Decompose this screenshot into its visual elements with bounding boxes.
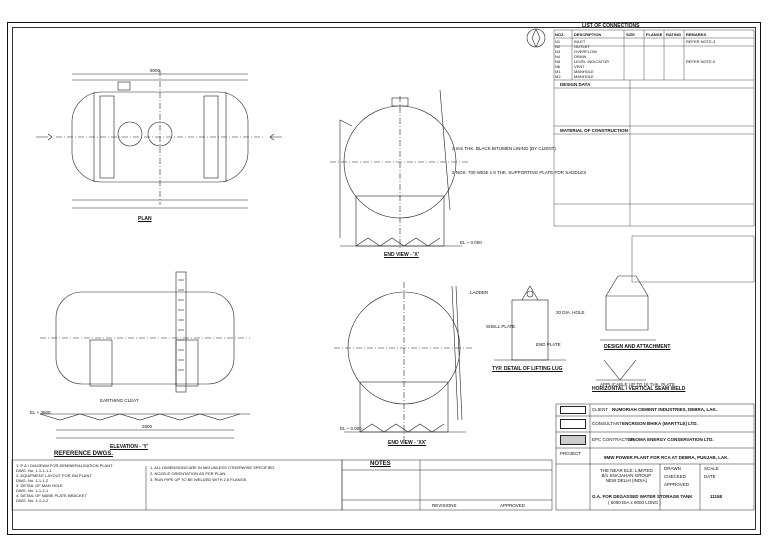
connections-cell: OVERFLOW xyxy=(574,50,597,54)
reference-item: DWG. No. 1-1-1-2 xyxy=(16,479,49,483)
drawing-title: G.A. FOR DEGASSED WATER STORAGE TANK xyxy=(592,494,693,499)
shell-plate-label: SHELL PLATE xyxy=(486,324,516,329)
consultant-logo xyxy=(560,419,586,429)
connections-cell: MANHOLE xyxy=(574,75,594,79)
elevation-view-tank xyxy=(39,271,250,439)
design-data-title: DESIGN DATA xyxy=(560,82,591,87)
connections-cell: REFER NOTE-3 xyxy=(686,40,716,44)
connections-header-cell: RATING xyxy=(666,33,682,37)
weld-detail xyxy=(596,359,646,381)
project-field-label: PROJECT xyxy=(560,451,582,456)
connections-cell: N3 xyxy=(555,50,561,54)
consultant-name: ENCRISON BHIKA (MARTTLE) LTD. xyxy=(622,421,698,426)
checked-label: CHECKED xyxy=(664,474,687,479)
note-item: 2. NOZZLE ORIENTATION AS PER PLAN. xyxy=(150,472,227,476)
project-name: 9MW POWER PLANT FOR RCA AT DEBRA, PUNJAB… xyxy=(604,455,729,460)
epc-name: SINOMA ENERGY CONSERVATION LTD. xyxy=(628,437,714,442)
reference-item: 1. P & I DIAGRAM FOR DEMINERALISATION PL… xyxy=(16,464,113,468)
consultant-field-label: CONSULTANT xyxy=(592,421,622,426)
revisions-label: REVISIONS xyxy=(432,503,457,508)
connections-cell: M1 xyxy=(555,70,561,74)
end-plate-label: END PLATE xyxy=(536,342,561,347)
elevation-bottom-dim: EL + 0.000 xyxy=(460,240,482,245)
lifting-lug-title: TYP. DETAIL OF LIFTING LUG xyxy=(492,366,563,372)
client-name: NUMORIAH CEMENT INDUSTRIES, DEBRA, LAK. xyxy=(612,407,718,412)
earthing-cleat-label: EARTHING CLEAT xyxy=(100,398,139,403)
notes-title: NOTES xyxy=(370,461,391,467)
connections-cell: REFER NOTE-5 xyxy=(686,60,716,64)
connections-cell: INLET xyxy=(574,40,586,44)
diameter-dim: 2600 xyxy=(142,424,153,429)
saddle-detail-title: DESIGN AND ATTACHMENT xyxy=(604,344,671,350)
connections-cell: N6 xyxy=(555,65,561,69)
shell-hole-label: 20 DIA. HOLE xyxy=(556,310,585,315)
connections-cell: DRAIN xyxy=(574,55,587,59)
connections-cell: LEVEL INDICATOR xyxy=(574,60,610,64)
drawing-subtitle: ( 6000 DIA x 9000 LONG ) xyxy=(608,500,661,505)
date-label: DATE xyxy=(704,474,716,479)
elevation-view-title: ELEVATION - 'Y' xyxy=(110,444,149,450)
epc-logo xyxy=(560,435,586,445)
connections-header-cell: SIZE xyxy=(626,33,635,37)
scale-label: SCALE xyxy=(704,466,719,471)
client-logo xyxy=(560,406,586,414)
drawing-sheet xyxy=(7,22,761,535)
elevation-top-dim: EL + 3500 xyxy=(30,410,51,415)
plan-view-tank xyxy=(36,70,282,209)
lifting-lug-detail xyxy=(494,285,566,361)
connections-cell: N5 xyxy=(555,60,561,64)
end-view-x xyxy=(330,89,470,250)
approved-label: APPROVED xyxy=(664,482,690,487)
connections-title: LIST OF CONNECTIONS xyxy=(582,23,640,29)
right-tables-grid xyxy=(553,29,755,283)
connections-cell: MANHOLE xyxy=(574,70,594,74)
end-view-xx-title: END VIEW - 'XX' xyxy=(388,440,427,446)
connections-header-cell: NOZ. xyxy=(555,33,565,37)
reference-dwgs-title: REFERENCE DWGS. xyxy=(54,451,114,457)
reference-item: 4. DETAIL OF NAME PLATE BRACKET xyxy=(16,494,87,498)
vendor-name: THE NEAR ELE. LIMITED B/1 SNAJAHAN GROUP… xyxy=(600,468,653,483)
foundation-dim: EL + 0.000 xyxy=(340,426,362,431)
connections-header-cell: REMARKS xyxy=(686,33,707,37)
drawn-label: DRAWN xyxy=(664,466,681,471)
reference-item: 3. DETAIL OF MAN HOLE xyxy=(16,484,63,488)
connections-header-cell: DESCRIPTION xyxy=(574,33,602,37)
lug-note-label: APPLICABLE UP TO 16 THK. PLATE xyxy=(600,382,676,387)
saddle-detail xyxy=(600,275,656,341)
connections-cell: N1 xyxy=(555,40,561,44)
connections-cell: N4 xyxy=(555,55,561,59)
connections-header-cell: FLANGE xyxy=(646,33,663,37)
reference-item: DWG. No. 1-1-2-2 xyxy=(16,499,49,503)
connections-cell: N2 xyxy=(555,45,561,49)
material-title: MATERIAL OF CONSTRUCTION xyxy=(560,128,628,133)
reference-box xyxy=(11,459,343,511)
north-arrow xyxy=(526,28,546,48)
weld-detail-title: HORIZONTAL / VERTICAL SEAM WELD xyxy=(592,386,686,392)
plan-view-title: PLAN xyxy=(138,216,152,222)
supporting-plate-label: 2 NOS. 700 WIDE x 8 THK. SUPPORTING PLAT… xyxy=(452,170,587,175)
connections-cell: VENT xyxy=(574,65,585,69)
approved-footer-label: APPROVED xyxy=(500,503,526,508)
reference-item: DWG. No. 1-1-1-1-1 xyxy=(16,469,52,473)
client-field-label: CLIENT xyxy=(592,407,609,412)
drawing-number: 11158 xyxy=(710,494,723,499)
note-item: 1. ALL DIMENSIONS ARE IN MM UNLESS OTHER… xyxy=(150,466,276,470)
bitumen-lining-label: 3 mm THK. BLACK BITUMEN LINING (BY CLIEN… xyxy=(452,146,556,151)
connections-cell: OUTLET xyxy=(574,45,590,49)
epc-field-label: EPC CONTRACTOR xyxy=(592,437,635,442)
reference-item: 2. EQUIPMENT LAYOUT FOR DM PLANT xyxy=(16,474,92,478)
reference-item: DWG. No. 1-1-2-1 xyxy=(16,489,49,493)
connections-cell: M2 xyxy=(555,75,561,79)
overall-length-dim: 9000 xyxy=(150,68,161,73)
note-item: 3. RUN PIPE UP TO BE WELDED WITH 2.5 FLA… xyxy=(150,478,248,482)
end-view-xx xyxy=(334,282,474,440)
ladder-label: LADDER xyxy=(470,290,489,295)
end-view-x-title: END VIEW - 'X' xyxy=(384,252,419,258)
drawing-frame xyxy=(12,27,756,530)
